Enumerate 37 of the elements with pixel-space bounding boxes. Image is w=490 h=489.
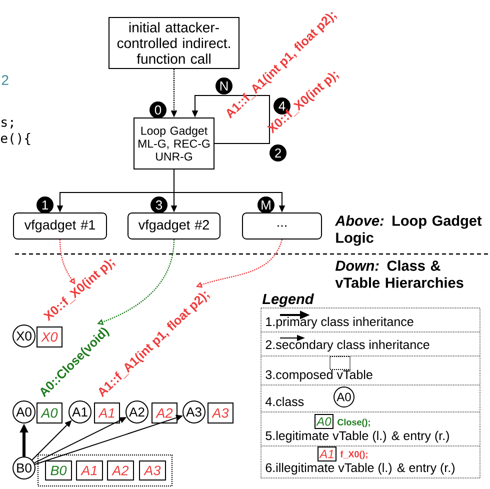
- vtable-box: A0: [314, 414, 334, 429]
- legend-entry: 5.legitimate vTable (l.) & entry (r.): [266, 430, 449, 443]
- legend-title: Legend: [262, 293, 314, 307]
- vtable-box: B0: [45, 460, 72, 480]
- vtable-box: A0: [36, 402, 62, 424]
- vtable-box: A2: [107, 460, 134, 480]
- legend-entry: 4.class: [265, 396, 304, 406]
- legend-entry: 3.composed vTable: [266, 370, 372, 382]
- call-box: initial attacker-controlled indirect. function call: [108, 17, 240, 69]
- legend-entry: 2.secondary class inheritance: [266, 340, 430, 352]
- composed-vtable-box: [330, 356, 350, 370]
- callout-number: 0: [150, 102, 166, 118]
- vtable-box: A2: [152, 402, 178, 424]
- callout-number: 3: [150, 196, 168, 214]
- vtable-box: A3: [139, 460, 166, 480]
- legend-entry: 6.illegitimate vTable (l.) & entry (r.): [266, 462, 454, 475]
- vtable-box: A3: [208, 402, 234, 424]
- vtable-box: A1: [318, 446, 336, 462]
- code-text: e(){: [1, 133, 30, 145]
- loop-gadget-box: Loop Gadget ML-G, REC-G UNR-G: [134, 118, 214, 170]
- callout-number: N: [216, 78, 232, 94]
- gadget-box: vfgadget #2: [128, 212, 220, 240]
- gadget-box: ...: [242, 212, 322, 240]
- entry-label: Close();: [338, 418, 370, 428]
- gadget-box: vfgadget #1: [13, 212, 107, 240]
- composed-vtable-box: [38, 454, 172, 486]
- callout-number: 2: [270, 144, 286, 162]
- code-text: 2: [2, 75, 8, 85]
- entry-label: f_X0();: [340, 450, 368, 460]
- callout-number: 1: [36, 196, 54, 214]
- legend-entry: 1.primary class inheritance: [266, 316, 414, 329]
- callout-number: M: [258, 196, 274, 214]
- vtable-box: A1: [94, 402, 120, 424]
- section-note: Down: Class & vTable Hierarchies: [335, 260, 464, 288]
- section-note: Above: Loop Gadget Logic: [334, 215, 482, 246]
- vtable-box: A1: [76, 460, 103, 480]
- code-text: s;: [2, 119, 13, 129]
